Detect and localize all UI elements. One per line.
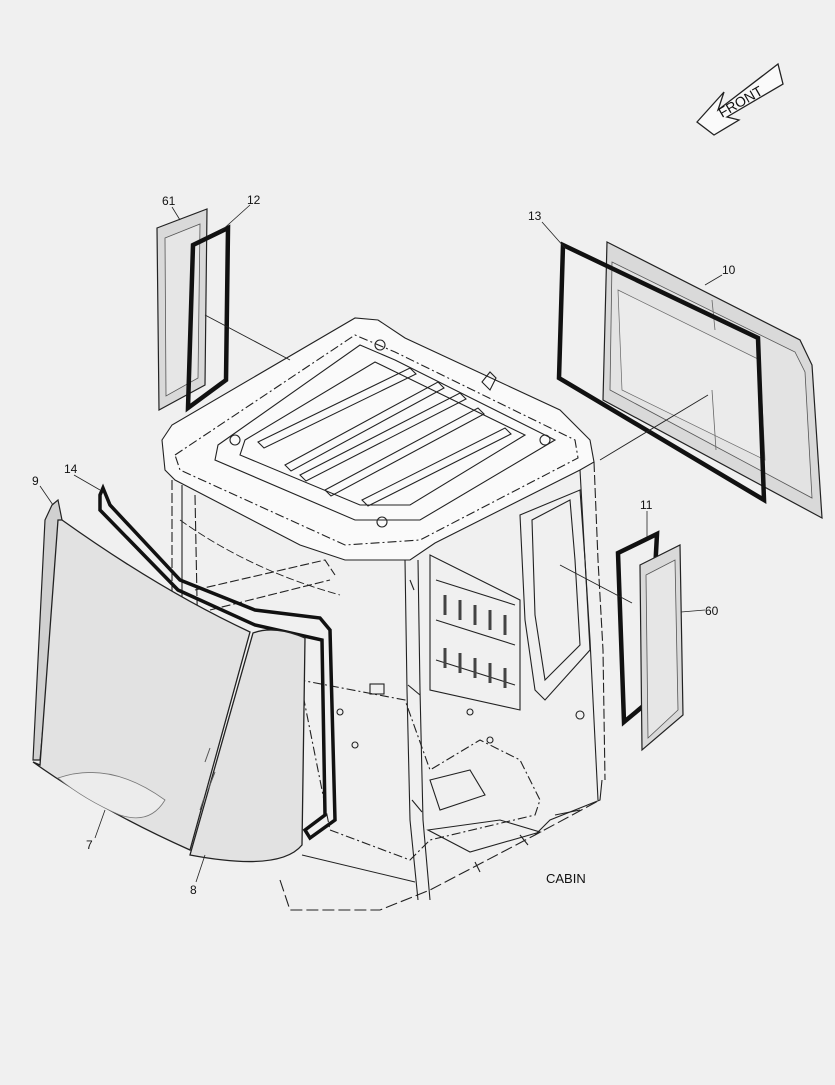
rear-right-pillar-edge [593, 461, 606, 781]
floor-step [426, 819, 542, 853]
callout-11: 11 [640, 498, 653, 512]
rear-panel-slots [443, 595, 507, 635]
door-frame [519, 489, 591, 701]
cabin-frame [161, 317, 606, 911]
cab-floor [299, 679, 541, 861]
roof-panel [214, 344, 557, 521]
callout-8: 8 [190, 883, 197, 897]
leader-14 [179, 519, 341, 596]
base-tabs [474, 809, 581, 873]
roof-bolt [376, 516, 388, 528]
front-right-pillar [404, 559, 419, 901]
roof-rib [361, 427, 512, 507]
callout-60: 60 [705, 604, 719, 618]
part-12-left-glass-seal [185, 224, 231, 413]
callout-10: 10 [722, 263, 736, 277]
callout-12: 12 [247, 193, 261, 207]
callout-61: 61 [162, 194, 176, 208]
roof-bracket [481, 371, 497, 391]
floor-bolt [466, 708, 474, 716]
floor-block [369, 683, 385, 695]
roof-dashed-edge [174, 334, 579, 546]
leader-11 [559, 564, 633, 604]
roof-rib [324, 407, 485, 497]
door-handle-bolt [575, 710, 585, 720]
front-right-pillar-edge [417, 559, 431, 901]
left-side-frame [194, 559, 336, 611]
rear-panel-slots [443, 648, 507, 688]
callout-leaders [39, 204, 723, 883]
cab-base-rear [534, 779, 603, 836]
front-arrow-label: FRONT [716, 82, 766, 120]
roof-rib [284, 381, 445, 472]
callout-9: 9 [32, 474, 39, 488]
cab-base-edge [279, 799, 601, 911]
front-arrow-shape [696, 62, 784, 136]
roof-bolt [229, 434, 241, 446]
floor-bolt [336, 708, 344, 716]
part-10-right-side-glass [602, 241, 823, 520]
part-61-left-side-glass [156, 208, 208, 412]
part-60-door-glass [639, 544, 684, 752]
diagram-caption: CABIN [546, 871, 586, 886]
leader-8 [301, 854, 416, 883]
leader-10 [599, 394, 709, 461]
floor-bolt [351, 741, 359, 749]
floor-plate [429, 769, 486, 811]
callout-labels: 61 12 13 10 9 14 11 60 7 8 [32, 193, 736, 897]
rear-panel [429, 554, 521, 711]
part-8-lower-windshield [189, 629, 306, 863]
callout-7: 7 [86, 838, 93, 852]
part-7-upper-windshield [32, 519, 251, 851]
leader-lines [179, 314, 709, 883]
roof-rib [299, 392, 467, 482]
door-glass-opening [531, 499, 581, 682]
pillar-hinges [407, 579, 423, 813]
roof-rib [257, 367, 417, 449]
roof-bolt [374, 339, 386, 351]
roof-bolt [539, 434, 551, 446]
callout-14: 14 [64, 462, 78, 476]
floor-bolt [486, 736, 494, 744]
leader-61 [204, 314, 291, 361]
part-14-windshield-seal [98, 483, 337, 841]
part-13-right-glass-seal [556, 241, 767, 505]
roof-inner-panel [239, 361, 527, 506]
front-direction-arrow: FRONT [696, 62, 784, 136]
callout-13: 13 [528, 209, 542, 223]
